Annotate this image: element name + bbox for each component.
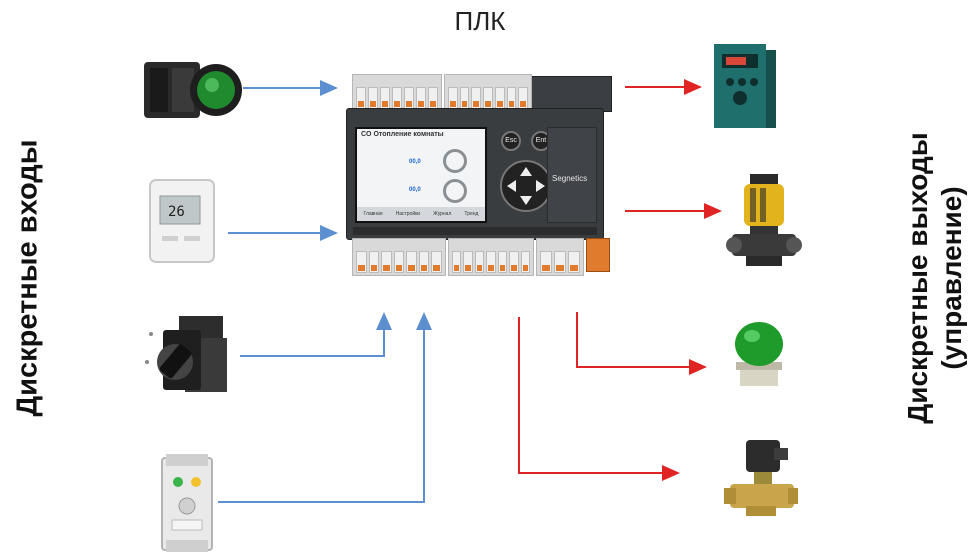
dial-gauge-1 — [443, 149, 467, 173]
pump-icon — [726, 174, 802, 266]
rotary-switch-icon — [145, 316, 227, 392]
tab-trend[interactable]: Тренд — [464, 211, 479, 217]
screen-title-text: Отопление комнаты — [373, 131, 444, 138]
esc-key[interactable]: Esc — [501, 131, 521, 151]
output-arrow-4 — [518, 317, 680, 481]
screen-tabs: Главная Настройки Журнал Тренд — [357, 207, 485, 221]
tab-main[interactable]: Главная — [363, 211, 383, 217]
screen-title: CO Отопление комнаты — [361, 131, 444, 138]
plc-side-module — [530, 76, 612, 112]
tab-settings[interactable]: Настройки — [395, 211, 421, 217]
bottom-terminal-block-3 — [536, 238, 584, 276]
plc-front-panel: CO Отопление комнаты 00,0 00,0 Главная Н… — [346, 108, 604, 240]
thermostat-icon: 26 — [149, 179, 215, 263]
bottom-terminal-block-1 — [352, 238, 446, 276]
direction-pad-icon[interactable] — [499, 159, 553, 213]
plc-bottom-stripe — [353, 227, 597, 235]
timer-relay-icon — [161, 454, 213, 552]
bottom-terminal-block-2 — [448, 238, 534, 276]
plc-keypad: Esc Ent — [495, 131, 557, 223]
ent-key[interactable]: Ent — [531, 131, 551, 151]
input-arrow-4 — [218, 312, 432, 503]
input-arrow-3 — [240, 312, 392, 357]
top-terminal-block-2 — [444, 74, 532, 112]
output-arrow-3 — [576, 312, 707, 375]
diagram-title: ПЛК — [454, 6, 506, 36]
plc-display: CO Отопление комнаты 00,0 00,0 Главная Н… — [355, 127, 487, 223]
frequency-drive-icon — [714, 44, 776, 128]
plc-controller: CO Отопление комнаты 00,0 00,0 Главная Н… — [340, 70, 612, 278]
screen-logo: CO — [361, 131, 372, 138]
indicator-lamp-icon — [735, 322, 783, 386]
svg-text:26: 26 — [168, 204, 185, 220]
brand-plate: Segnetics — [547, 127, 597, 223]
solenoid-valve-icon — [724, 440, 798, 516]
pushbutton-icon — [144, 62, 242, 118]
screen-value-1: 00,0 — [409, 159, 421, 165]
power-terminal — [586, 238, 610, 272]
screen-value-2: 00,0 — [409, 187, 421, 193]
tab-log[interactable]: Журнал — [433, 211, 452, 217]
dial-gauge-2 — [443, 179, 467, 203]
top-terminal-block-1 — [352, 74, 442, 112]
brand-label: Segnetics — [552, 174, 588, 183]
